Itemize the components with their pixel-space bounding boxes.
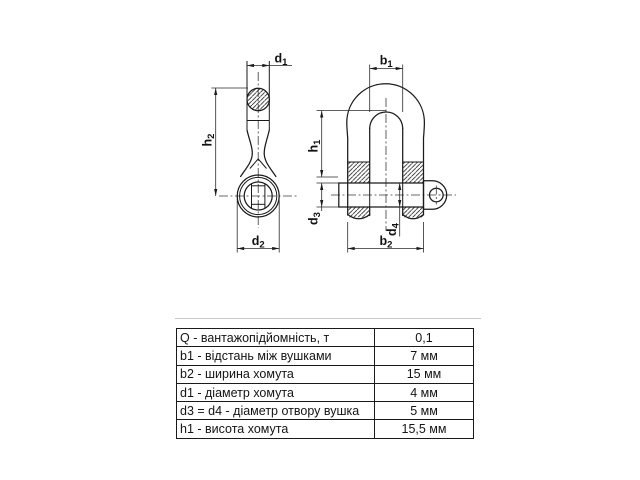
value-cell: 4 мм xyxy=(374,382,474,403)
right-leg-bottom xyxy=(402,213,425,220)
dimension-h2: h2 xyxy=(201,87,248,196)
label-b2: b2 xyxy=(380,234,393,251)
dimension-d2: d2 xyxy=(236,199,280,253)
spec-table-container: Q - вантажопідйомність, т 0,1 b1 - відст… xyxy=(176,327,474,439)
table-row: Q - вантажопідйомність, т 0,1 xyxy=(176,327,474,348)
pin-head xyxy=(422,180,448,210)
taper-left xyxy=(239,129,253,178)
label-d2: d2 xyxy=(252,234,265,251)
dimension-b1: b1 xyxy=(369,54,404,112)
label-b1: b1 xyxy=(380,54,394,71)
taper-right xyxy=(263,129,277,178)
value-cell: 7 мм xyxy=(374,346,474,366)
param-cell: h1 - висота хомута xyxy=(176,419,375,439)
left-leg-upper-hatch xyxy=(348,162,370,183)
left-leg-bottom xyxy=(347,213,371,220)
table-row: d3 = d4 - діаметр отвору вушка 5 мм xyxy=(176,401,474,421)
label-h1: h1 xyxy=(307,139,324,153)
right-leg-lower-hatch xyxy=(403,207,424,218)
dimension-d1: d1 xyxy=(247,52,292,69)
param-cell: b2 - ширина хомута xyxy=(176,364,375,384)
bar-section-circle xyxy=(246,87,271,112)
value-cell: 15 мм xyxy=(374,364,474,384)
dimension-b2: b2 xyxy=(347,222,424,253)
front-view-drawing xyxy=(331,83,456,231)
dimension-d3: d3 xyxy=(307,182,339,225)
right-leg-upper-hatch xyxy=(403,162,424,183)
table-row: h1 - висота хомута 15,5 мм xyxy=(176,419,474,439)
bow-outer-outline xyxy=(346,83,426,216)
table-row: b1 - відстань між вушками 7 мм xyxy=(176,346,474,366)
table-row: d1 - діаметр хомута 4 мм xyxy=(176,382,474,403)
table-row: b2 - ширина хомута 15 мм xyxy=(176,364,474,384)
dimension-h1: h1 xyxy=(307,110,386,178)
dimension-d4: d4 xyxy=(385,183,402,237)
eye-hole xyxy=(243,181,273,211)
content-divider-line xyxy=(175,318,481,319)
value-cell: 0,1 xyxy=(374,327,474,348)
value-cell: 5 мм xyxy=(374,401,474,421)
label-d4: d4 xyxy=(385,222,402,236)
spec-table: Q - вантажопідйомність, т 0,1 b1 - відст… xyxy=(176,327,474,439)
param-cell: d1 - діаметр хомута xyxy=(176,382,375,403)
label-d1: d1 xyxy=(275,52,289,69)
label-h2: h2 xyxy=(201,134,218,147)
param-cell: Q - вантажопідйомність, т xyxy=(176,327,375,348)
eye-peak xyxy=(249,158,267,169)
value-cell: 15,5 мм xyxy=(374,419,474,439)
label-d3: d3 xyxy=(307,212,324,225)
param-cell: d3 = d4 - діаметр отвору вушка xyxy=(176,401,375,421)
eye-outer-ring xyxy=(236,174,280,218)
left-leg-lower-hatch xyxy=(348,207,370,218)
param-cell: b1 - відстань між вушками xyxy=(176,346,375,366)
side-view-drawing xyxy=(219,61,297,228)
bow-inner-arc xyxy=(369,111,404,130)
eye-middle-ring xyxy=(239,176,278,216)
